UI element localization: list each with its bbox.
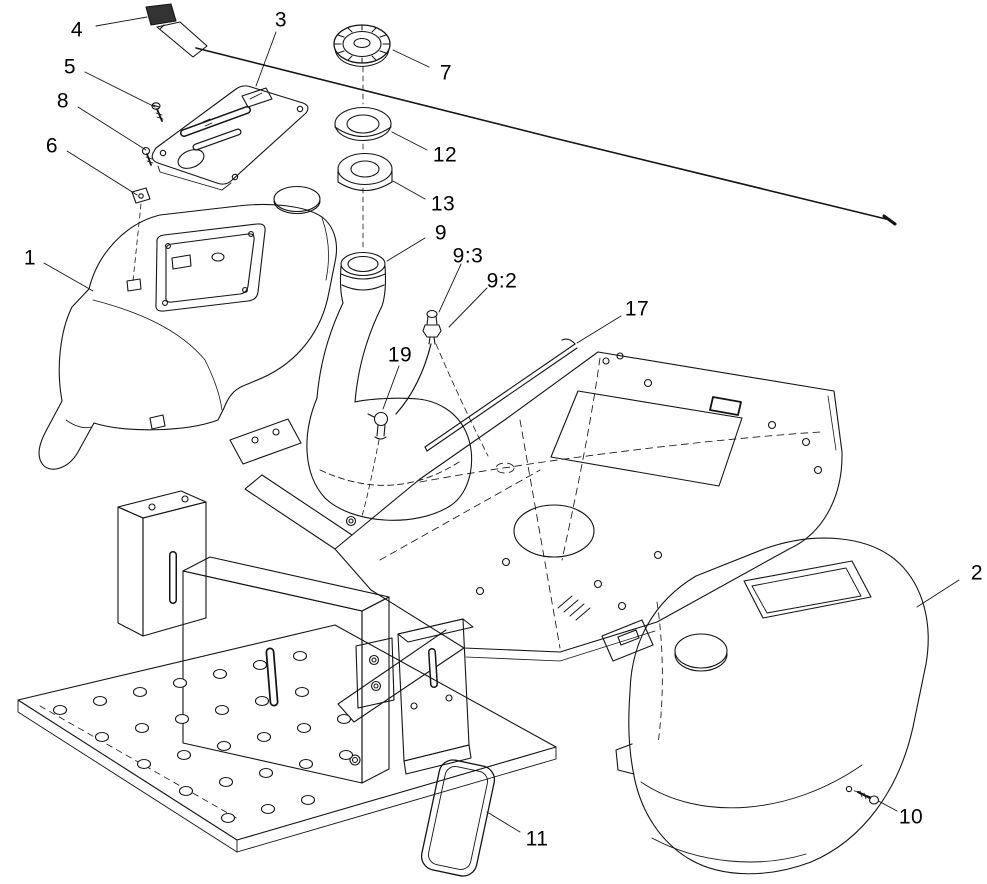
frame-front-bracket: [601, 619, 654, 662]
fuel-line: [395, 343, 432, 415]
frame-left-rail: [244, 474, 353, 550]
cable-cap: [145, 3, 208, 58]
panel-screw-lower: [141, 146, 154, 166]
frame-vent-hatching: [557, 595, 591, 621]
mounting-screw: [856, 790, 880, 805]
callout-6: 6: [45, 134, 59, 158]
control-cable: [195, 47, 897, 226]
fuel-vent-fitting: [395, 309, 489, 457]
pocket-switch-hole: [171, 254, 192, 270]
panel-screw: [151, 102, 164, 122]
callout-3: 3: [274, 8, 288, 32]
callout-7: 7: [439, 61, 453, 85]
callout-9-2: 9:2: [486, 269, 518, 293]
main-frame: [229, 351, 843, 723]
frame-small-rect-hole: [709, 396, 742, 416]
frame-seat-opening: [550, 390, 743, 487]
floor-pan: [17, 624, 557, 853]
console-panel: [151, 85, 309, 191]
callout-9-3: 9:3: [452, 244, 484, 268]
callout-17: 17: [624, 297, 650, 321]
rail-bracket: [229, 418, 302, 465]
panel-key-hole: [177, 149, 205, 169]
callout-10: 10: [898, 805, 924, 829]
tank-strap-bolt: [345, 515, 357, 527]
frame-front-left-rail: [337, 629, 465, 723]
callout-13: 13: [430, 192, 456, 216]
callout-leader-lines: [43, 16, 960, 833]
fuel-neck-washer: [334, 106, 392, 142]
fuel-tank: [306, 251, 473, 527]
fuel-valve: [361, 411, 389, 517]
fuel-cap: [333, 24, 391, 68]
console-pocket-outer: [155, 223, 266, 312]
heat-shield: [182, 556, 390, 784]
frame-hidden-lines: [379, 357, 821, 649]
left-support-bracket: [117, 490, 207, 637]
clip-mount-hole: [126, 278, 142, 292]
control-rod: [424, 338, 578, 452]
frame-large-hole: [513, 504, 595, 558]
callout-2: 2: [970, 561, 984, 585]
right-console-recess: [743, 560, 872, 619]
callout-11: 11: [525, 827, 549, 851]
panel-display-window: [241, 87, 273, 108]
callout-1: 1: [23, 246, 37, 270]
side-bracket: [355, 637, 395, 709]
right-console-hole: [674, 633, 728, 669]
fuel-cap-knurling: [333, 24, 391, 64]
callout-4: 4: [70, 18, 84, 42]
mount-bracket: [349, 618, 474, 775]
callout-9: 9: [434, 221, 448, 245]
callout-8: 8: [56, 89, 70, 113]
screw-hole: [845, 785, 853, 793]
console-pad: [420, 759, 496, 877]
mount-bolt: [349, 754, 361, 766]
callout-5: 5: [63, 55, 77, 79]
left-console-body: [38, 185, 338, 470]
callout-12: 12: [432, 143, 458, 167]
fuel-neck-grommet: [337, 152, 393, 192]
floor-pan-holes: [52, 650, 354, 824]
right-console-body: [615, 537, 929, 875]
steering-hole: [273, 185, 321, 213]
clip-nut: [131, 187, 151, 282]
callout-19: 19: [387, 343, 413, 367]
